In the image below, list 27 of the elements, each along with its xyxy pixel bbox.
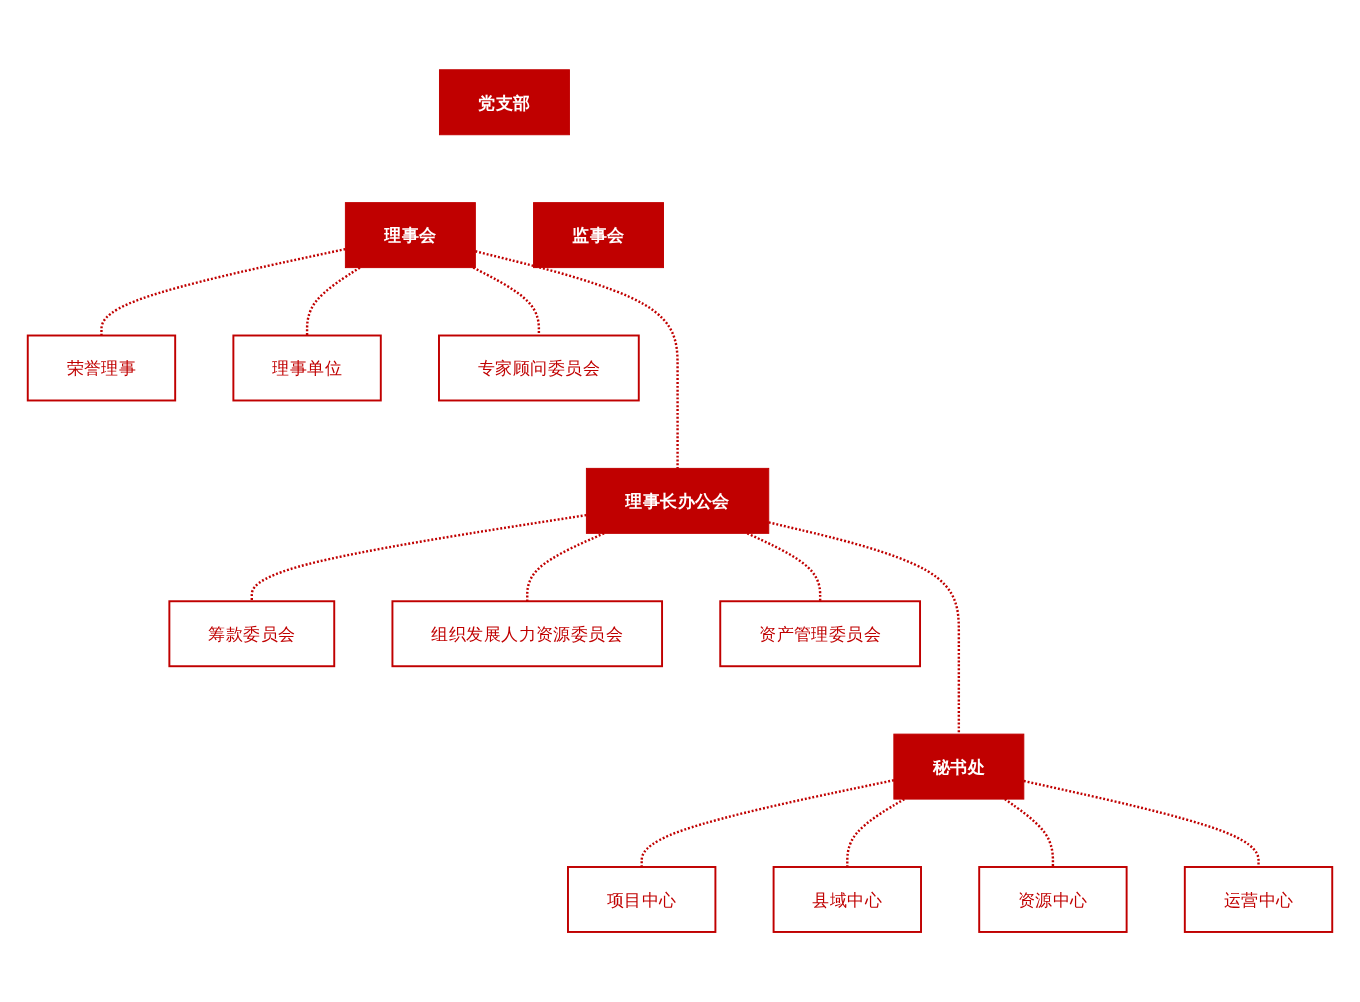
node-box: 项目中心 [567,866,717,934]
node-box: 运营中心 [1183,866,1334,934]
node-box: 资产管理委员会 [719,600,921,668]
node-box: 监事会 [533,202,664,269]
node-box: 资源中心 [978,866,1128,934]
node-box: 荣誉理事 [26,334,177,402]
connector [100,248,346,336]
node-box: 筹款委员会 [168,600,336,668]
connector [305,266,361,336]
node-box: 理事会 [344,202,476,269]
node-box: 理事单位 [232,334,382,402]
connector [746,532,822,602]
node-box: 理事长办公会 [585,468,770,534]
connector [526,532,605,602]
node-box: 专家顾问委员会 [438,334,640,402]
node-box: 县域中心 [772,866,922,934]
connector [768,521,961,735]
node-box: 党支部 [439,69,570,136]
connector [1023,779,1260,868]
connector [846,798,905,868]
connector [1004,798,1055,868]
node-box: 组织发展人力资源委员会 [391,600,664,668]
connector [475,250,679,469]
connector [640,779,895,868]
connector [472,266,541,336]
node-box: 秘书处 [893,733,1025,800]
connector [250,514,587,602]
